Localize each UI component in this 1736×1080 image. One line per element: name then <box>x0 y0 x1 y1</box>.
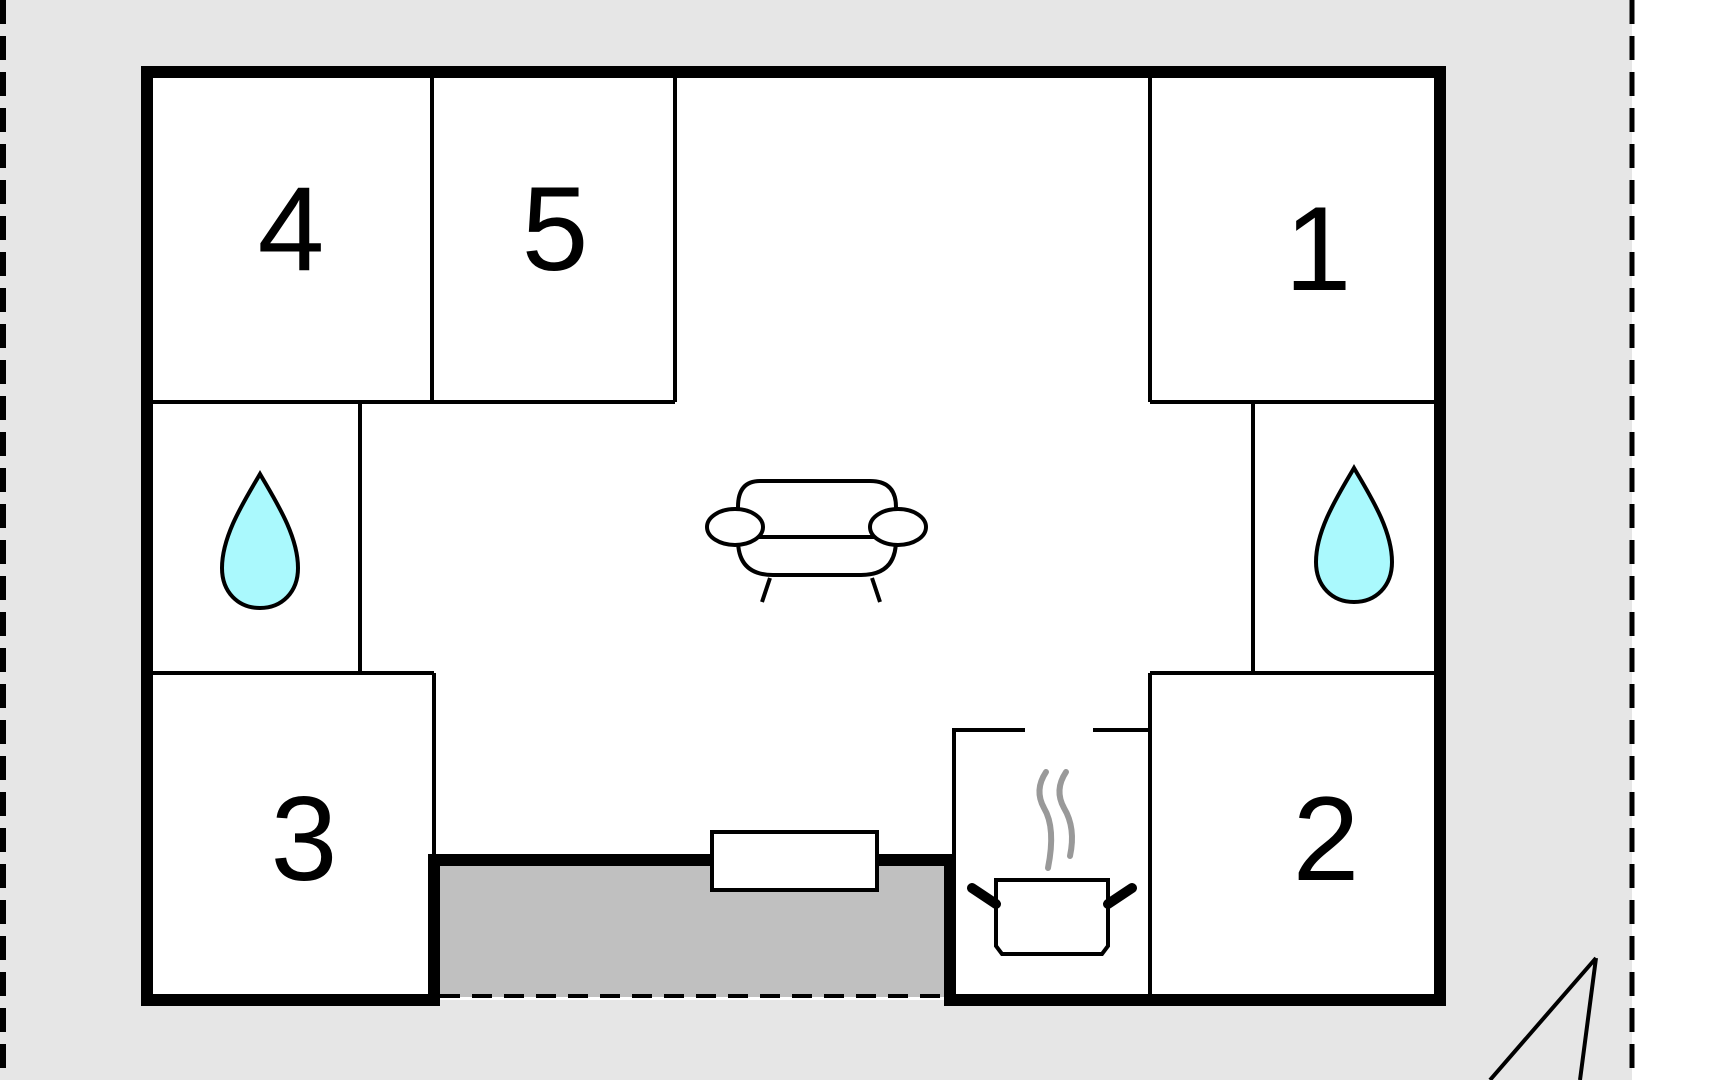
interior-walls <box>147 72 1440 1000</box>
water-drop-icon <box>1313 463 1395 605</box>
north-arrow-icon <box>1488 956 1598 1080</box>
sofa-icon <box>705 479 928 603</box>
room-2-number: 2 <box>1293 772 1360 906</box>
room-1-number: 1 <box>1285 182 1352 316</box>
room-3-number: 3 <box>271 772 338 906</box>
room-5-number: 5 <box>522 162 589 296</box>
outer-wall <box>141 66 1446 1006</box>
room-4-number: 4 <box>258 162 325 296</box>
window <box>710 830 879 892</box>
cooking-pot-icon <box>967 769 1137 956</box>
water-drop-icon <box>219 469 301 611</box>
